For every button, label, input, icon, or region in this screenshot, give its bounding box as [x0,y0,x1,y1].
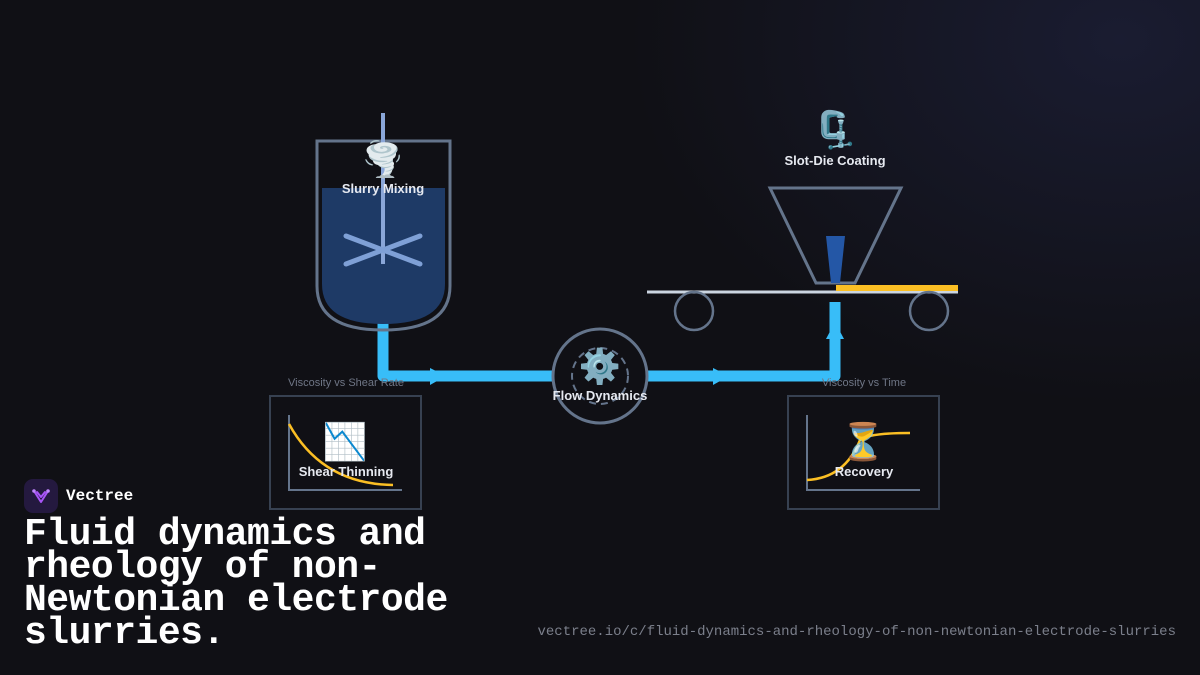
pipe-network [377,302,844,385]
pipe-mixing-to-flow [377,314,559,382]
recovery-axes [806,415,920,491]
brand: Vectree [24,479,133,513]
page-title: Fluid dynamics and rheology of non-Newto… [24,513,448,655]
flow-arrow-3 [826,322,844,339]
chart-decreasing-icon: 📉 [323,421,368,463]
clamp-icon: 🗜️ [813,109,858,151]
flow-arrow-1 [430,368,446,385]
roller-right [908,290,950,332]
page-url[interactable]: vectree.io/c/fluid-dynamics-and-rheology… [537,624,1176,640]
flow-dynamics-label: Flow Dynamics [553,388,648,403]
slot-die-coating-label: Slot-Die Coating [784,153,885,168]
die-slot-channel [826,236,845,283]
roller-left [673,290,715,332]
shear-thinning-frame [269,395,422,510]
shear-thinning-label: Shear Thinning [299,464,394,479]
tornado-icon: 🌪️ [362,139,404,180]
flow-node-ring [551,327,649,425]
gear-icon: ⚙️ [579,347,621,387]
recovery-label: Recovery [835,464,894,479]
shear-thinning-curve [287,423,394,487]
flow-dynamics-node: ⚙️ Flow Dynamics [551,327,649,425]
die-head [767,186,904,285]
coated-layer [836,285,958,291]
shear-thinning-axes [288,415,402,491]
mixing-tank: 🌪️ Slurry Mixing [315,113,452,332]
recovery-card: Viscosity vs Time ⏳ Recovery [787,377,940,510]
hourglass-icon: ⏳ [841,421,886,463]
recovery-curve [806,431,911,482]
brand-name: Vectree [66,487,134,505]
shear-thinning-card: Viscosity vs Shear Rate 📉 Shear Thinning [269,377,422,510]
slot-die-coater: 🗜️ Slot-Die Coating [647,109,958,332]
recovery-frame [787,395,940,510]
vectree-logo-icon [24,479,58,513]
tank-outline [315,139,452,332]
mixer-blade-2 [343,233,423,267]
flow-node-dashed-ring [571,347,629,405]
slurry-mixing-label: Slurry Mixing [342,181,424,196]
recovery-caption: Viscosity vs Time [822,377,906,389]
shear-thinning-caption: Viscosity vs Shear Rate [288,377,404,389]
flow-arrow-2 [713,368,729,385]
